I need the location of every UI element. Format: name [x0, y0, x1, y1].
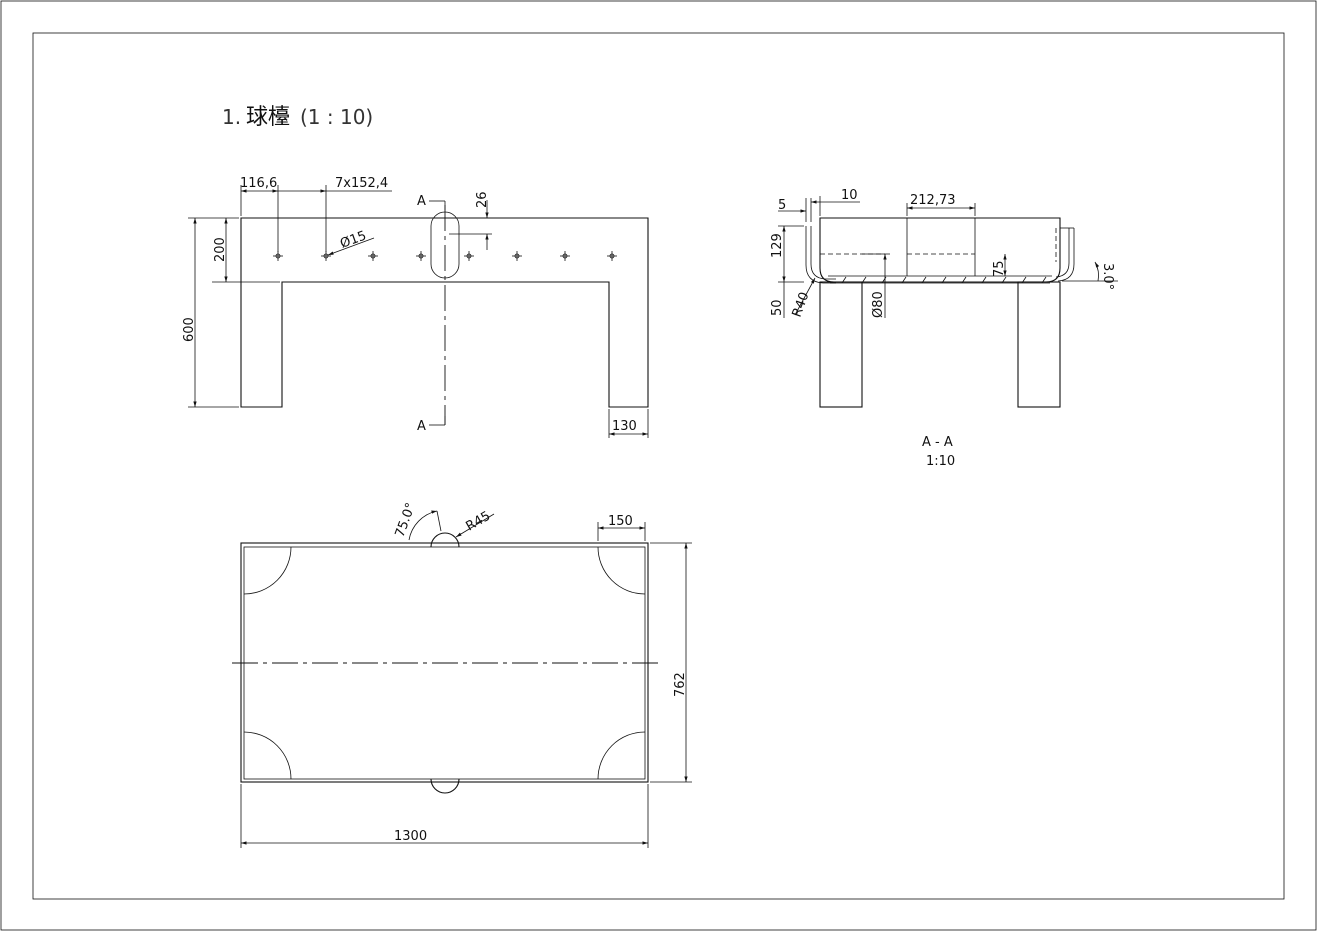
dim-edge-offset: 116,6: [240, 176, 279, 252]
hole-marker: [464, 251, 474, 261]
section-marker-bottom: A: [417, 416, 446, 434]
dim-total-height: 600: [182, 217, 239, 408]
dim-section-angle: 3.0°: [1062, 261, 1118, 290]
dim-rail-height: 200: [212, 217, 280, 283]
dim-rail-height-text: 200: [213, 237, 228, 262]
section-scale: 1:10: [926, 454, 955, 469]
hole-marker: [560, 251, 570, 261]
dim-top-length-text: 1300: [394, 829, 427, 844]
inner-frame: [32, 32, 1285, 900]
dim-top-radius: R45: [455, 509, 495, 538]
dim-leg-width-text: 130: [612, 419, 637, 434]
top-outer-rect: [240, 542, 649, 783]
title-scale: (1 : 10): [300, 105, 373, 129]
dim-hole-pitch-text: 7x152,4: [335, 176, 388, 191]
top-pocket-top: [430, 532, 460, 548]
section-letter: A: [417, 419, 426, 434]
dim-section-10-text: 10: [841, 188, 858, 203]
section-right-wall: [1057, 228, 1075, 282]
dim-total-height-text: 600: [182, 317, 197, 342]
dim-top-depth: 762: [650, 542, 692, 783]
dim-edge-offset-text: 116,6: [240, 176, 277, 191]
dim-pocket-depth: 26: [449, 191, 492, 250]
top-corner-arc-tl: [243, 546, 292, 595]
top-pocket-bottom: [430, 778, 460, 794]
front-view-outline: [240, 217, 649, 408]
dim-top-radius-text: R45: [464, 509, 494, 535]
dim-section-50: 50: [770, 282, 785, 318]
dim-section-50-text: 50: [770, 299, 785, 316]
section-left-wall-inner: [810, 226, 836, 280]
front-pocket-outline: [430, 211, 460, 279]
dim-section-r40: R40: [790, 277, 816, 319]
dim-hole-diameter: Ø15: [327, 229, 375, 256]
dim-section-75: 75: [992, 254, 1007, 277]
dim-section-212: 212,73: [906, 193, 976, 216]
section-left-wall: [805, 226, 836, 284]
dim-section-r40-text: R40: [790, 290, 813, 319]
dim-hole-diameter-text: Ø15: [338, 229, 368, 252]
dim-section-5-text: 5: [778, 198, 786, 213]
hole-marker: [607, 251, 617, 261]
top-corner-arc-bl: [243, 731, 292, 780]
hole-marker: [368, 251, 378, 261]
hole-marker: [416, 251, 426, 261]
dim-top-angle: 75.0°: [393, 501, 442, 541]
hole-marker: [321, 251, 331, 261]
dim-top-angle-text: 75.0°: [393, 501, 419, 539]
dim-top-length: 1300: [240, 784, 649, 848]
dim-top-depth-text: 762: [673, 672, 688, 697]
dim-section-5: 5: [778, 198, 812, 222]
dim-section-angle-text: 3.0°: [1100, 263, 1115, 290]
section-marker-top: A: [417, 194, 446, 210]
title-name: 球檯: [246, 105, 290, 130]
section-body-outline: [819, 217, 1061, 283]
section-view: 5 10 212,73 129 50 R40: [770, 188, 1118, 469]
drawing-title: 1. 球檯 (1 : 10): [222, 105, 373, 130]
section-right-wall-inner: [1055, 228, 1070, 278]
section-leg-left: [819, 281, 863, 408]
dim-pocket-depth-text: 26: [475, 191, 490, 208]
dim-section-75-text: 75: [992, 260, 1007, 277]
section-letter: A: [417, 194, 426, 209]
section-caption: A - A: [922, 435, 953, 450]
dim-top-corner-text: 150: [608, 514, 633, 529]
title-number: 1.: [222, 105, 241, 129]
section-bed-hatch: [828, 275, 1052, 284]
dim-hole-pitch: 7x152,4: [278, 176, 392, 252]
front-view: A A 116,6 7x152,4 Ø15: [182, 176, 649, 438]
section-leg-right: [1017, 281, 1061, 408]
dim-leg-width: 130: [608, 409, 649, 438]
top-corner-arc-tr: [597, 546, 646, 595]
front-hole-markers: [273, 251, 617, 261]
dim-section-129: 129: [770, 225, 804, 283]
dim-section-212-text: 212,73: [910, 193, 956, 208]
top-corner-arc-br: [597, 731, 646, 780]
hole-marker: [512, 251, 522, 261]
dim-section-129-text: 129: [770, 233, 785, 258]
dim-section-dia80-text: Ø80: [871, 291, 886, 318]
top-view: 75.0° R45 150 762 1300: [232, 501, 692, 848]
dim-top-corner: 150: [597, 514, 646, 541]
dim-section-dia80: Ø80: [862, 253, 890, 318]
hole-marker: [273, 251, 283, 261]
dim-section-10: 10: [811, 188, 860, 216]
